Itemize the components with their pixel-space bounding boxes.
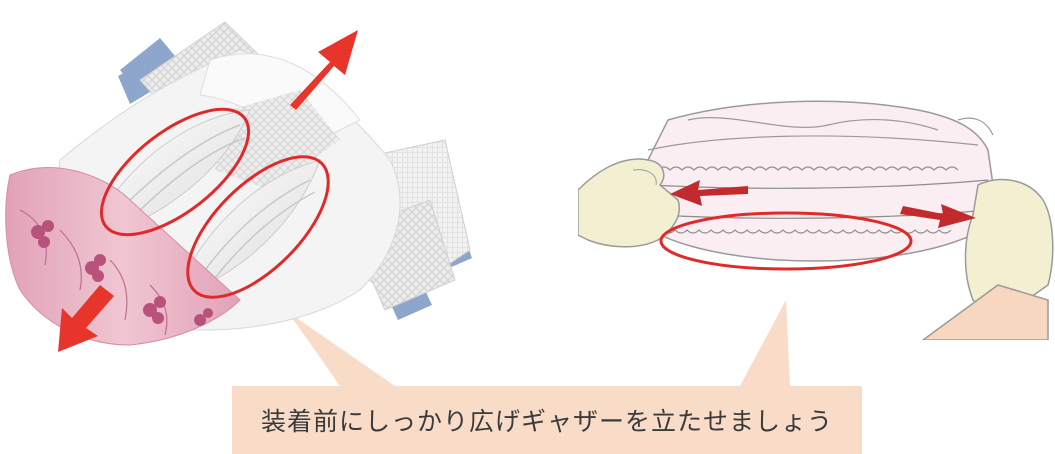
stretch-arrow-down-left-icon bbox=[58, 285, 114, 352]
pull-arrow-right-icon bbox=[900, 204, 976, 228]
instruction-caption: 装着前にしっかり広げギャザーを立たせましょう bbox=[260, 407, 833, 436]
gather-highlight-right bbox=[186, 155, 330, 299]
gather-highlight bbox=[659, 211, 913, 271]
right-glove bbox=[921, 178, 1054, 340]
tape-tab-mid-left bbox=[118, 60, 160, 104]
hands-stretching-diaper-illustration bbox=[578, 100, 1054, 340]
pull-arrow-left-icon bbox=[670, 180, 748, 206]
stretch-arrow-up-right-icon bbox=[290, 30, 358, 110]
left-glove bbox=[578, 158, 680, 248]
diaper-spread-illustration bbox=[5, 21, 472, 352]
gather-highlight-left bbox=[99, 107, 251, 237]
